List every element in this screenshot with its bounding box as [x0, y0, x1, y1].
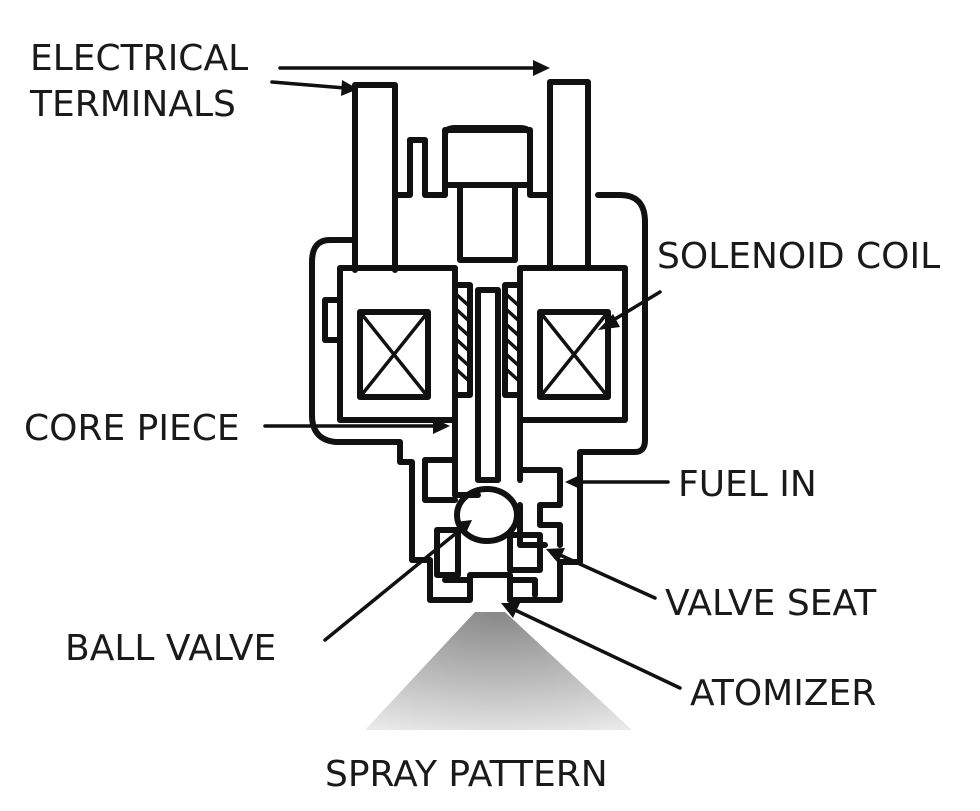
label-core-piece: CORE PIECE	[24, 408, 240, 449]
spray-cone	[365, 612, 632, 730]
labels: ELECTRICAL TERMINALS SOLENOID COIL CORE …	[24, 38, 940, 795]
label-solenoid-coil: SOLENOID COIL	[657, 236, 940, 277]
label-fuel-in: FUEL IN	[678, 464, 817, 505]
label-electrical-terminals-line2: TERMINALS	[29, 84, 236, 125]
injector-body	[309, 79, 648, 603]
label-valve-seat: VALVE SEAT	[665, 583, 877, 624]
label-spray-pattern: SPRAY PATTERN	[325, 754, 608, 795]
leader-lines	[263, 60, 682, 690]
label-ball-valve: BALL VALVE	[65, 628, 276, 669]
label-electrical-terminals-line1: ELECTRICAL	[30, 38, 248, 79]
label-atomizer: ATOMIZER	[690, 673, 876, 714]
